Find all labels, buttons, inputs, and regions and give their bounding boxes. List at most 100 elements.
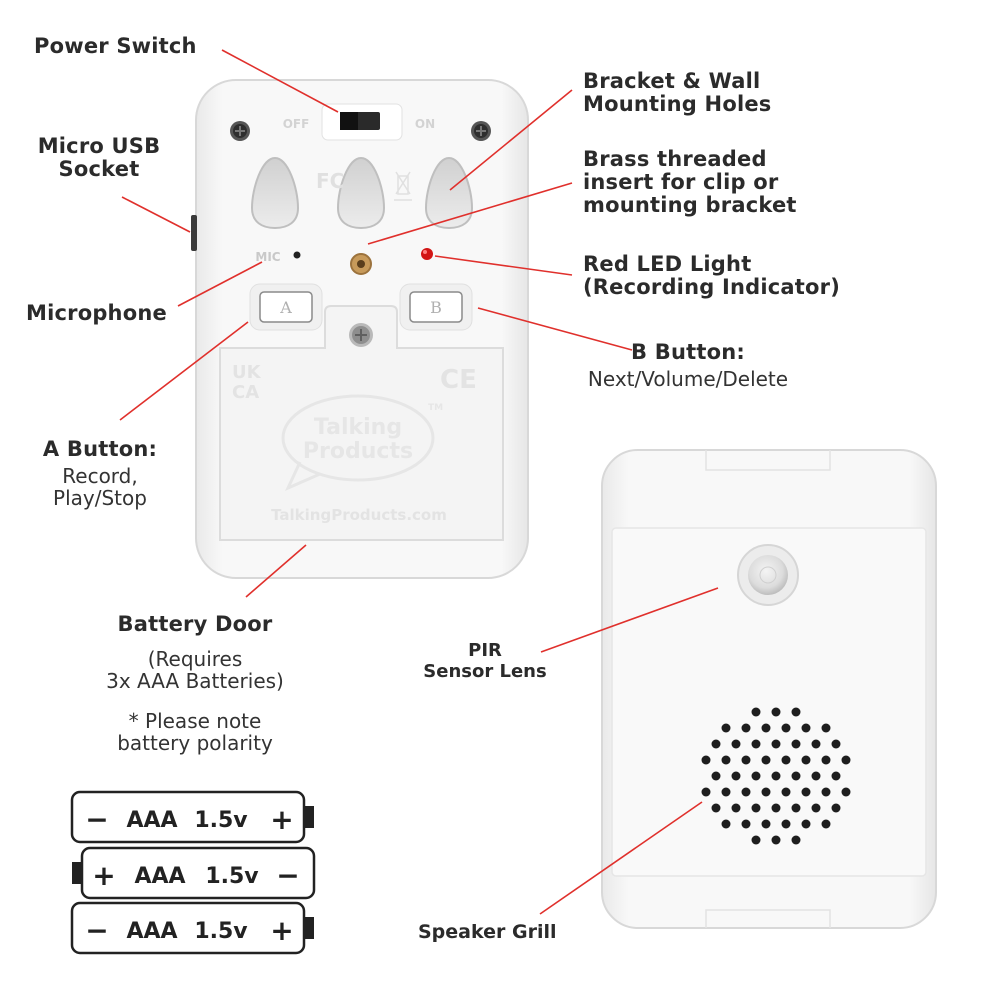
speaker-hole bbox=[711, 803, 721, 813]
micro-usb-socket bbox=[191, 215, 197, 251]
speaker-hole bbox=[741, 787, 751, 797]
mic-label: MIC bbox=[255, 250, 280, 264]
speaker-hole bbox=[791, 707, 801, 717]
speaker-hole bbox=[721, 755, 731, 765]
battery-3-voltage: 1.5v bbox=[194, 919, 248, 944]
label-microphone: Microphone bbox=[26, 301, 167, 325]
svg-text:Products: Products bbox=[303, 439, 413, 464]
ce-mark: CE bbox=[440, 365, 477, 395]
speaker-hole bbox=[731, 771, 741, 781]
speaker-hole bbox=[761, 819, 771, 829]
speaker-hole bbox=[771, 835, 781, 845]
speaker-hole bbox=[771, 803, 781, 813]
button-b[interactable] bbox=[409, 291, 463, 323]
speaker-hole bbox=[751, 803, 761, 813]
speaker-hole bbox=[741, 819, 751, 829]
svg-text:TM: TM bbox=[428, 403, 443, 413]
label-bracket: Bracket & Wall Mounting Holes bbox=[583, 70, 772, 116]
label-pir-line2: Sensor Lens bbox=[423, 661, 547, 682]
label-micro-usb: Micro USB Socket bbox=[30, 135, 168, 181]
speaker-hole bbox=[841, 755, 851, 765]
screw-icon bbox=[349, 323, 373, 347]
label-a-button-desc1: Record, bbox=[62, 464, 138, 488]
leader-lines bbox=[119, 49, 719, 915]
battery-3-left: − bbox=[85, 914, 108, 947]
speaker-hole bbox=[841, 787, 851, 797]
label-battery-door: Battery Door (Requires 3x AAA Batteries)… bbox=[60, 612, 330, 755]
label-micro-usb-line1: Micro USB bbox=[37, 134, 161, 158]
speaker-hole bbox=[831, 771, 841, 781]
speaker-hole bbox=[751, 771, 761, 781]
ukca-mark: CA bbox=[232, 382, 259, 403]
leader-a-button bbox=[119, 321, 249, 421]
speaker-hole bbox=[801, 723, 811, 733]
switch-on-label: ON bbox=[415, 117, 435, 131]
speaker-hole bbox=[821, 723, 831, 733]
button-a[interactable] bbox=[259, 291, 313, 323]
speaker-hole bbox=[791, 803, 801, 813]
label-bracket-line2: Mounting Holes bbox=[583, 92, 772, 116]
speaker-hole bbox=[811, 739, 821, 749]
label-bracket-line1: Bracket & Wall bbox=[583, 69, 761, 93]
speaker-hole bbox=[701, 787, 711, 797]
speaker-hole bbox=[731, 803, 741, 813]
speaker-hole bbox=[791, 771, 801, 781]
battery-1-right: + bbox=[270, 803, 293, 836]
red-led bbox=[421, 248, 433, 260]
speaker-hole bbox=[721, 723, 731, 733]
label-brass-line1: Brass threaded bbox=[583, 147, 767, 171]
ukca-mark: UK bbox=[232, 362, 262, 383]
speaker-hole bbox=[781, 755, 791, 765]
speaker-hole bbox=[781, 787, 791, 797]
battery-3: − AAA 1.5v + bbox=[70, 901, 314, 955]
speaker-hole bbox=[821, 787, 831, 797]
leader-battery-door bbox=[245, 544, 307, 598]
label-a-button-title: A Button: bbox=[42, 437, 158, 461]
label-pir: PIR Sensor Lens bbox=[405, 640, 565, 682]
leader-bracket bbox=[449, 89, 573, 191]
speaker-hole bbox=[821, 755, 831, 765]
speaker-hole bbox=[761, 723, 771, 733]
leader-power-switch bbox=[221, 49, 339, 113]
speaker-hole bbox=[821, 819, 831, 829]
leader-red-led bbox=[434, 255, 573, 276]
battery-3-right: + bbox=[270, 914, 293, 947]
speaker-hole bbox=[741, 723, 751, 733]
speaker-hole bbox=[711, 739, 721, 749]
battery-1-voltage: 1.5v bbox=[194, 808, 248, 833]
label-a-button-desc2: Play/Stop bbox=[53, 486, 147, 510]
speaker-hole bbox=[751, 835, 761, 845]
label-brass-line2: insert for clip or bbox=[583, 170, 779, 194]
label-battery-req2: 3x AAA Batteries) bbox=[106, 669, 284, 693]
battery-2: + AAA 1.5v − bbox=[72, 846, 316, 900]
battery-1-left: − bbox=[85, 803, 108, 836]
battery-2-left: + bbox=[92, 859, 115, 892]
speaker-hole bbox=[721, 787, 731, 797]
battery-1-type: AAA bbox=[126, 808, 177, 833]
speaker-hole bbox=[801, 755, 811, 765]
switch-off-label: OFF bbox=[283, 117, 310, 131]
svg-text:Talking: Talking bbox=[314, 415, 402, 440]
label-battery-door-title: Battery Door bbox=[117, 612, 273, 636]
speaker-hole bbox=[701, 755, 711, 765]
button-b-label: B bbox=[430, 298, 442, 317]
speaker-hole bbox=[811, 771, 821, 781]
speaker-hole bbox=[721, 819, 731, 829]
speaker-hole bbox=[801, 819, 811, 829]
leader-pir bbox=[540, 587, 719, 653]
mounting-hole bbox=[250, 156, 300, 230]
speaker-grill bbox=[701, 707, 851, 845]
website-text: TalkingProducts.com bbox=[271, 506, 447, 524]
fc-mark-icon: FC bbox=[316, 169, 344, 193]
label-speaker-grill: Speaker Grill bbox=[418, 921, 557, 943]
leader-microphone bbox=[177, 261, 263, 307]
screw-icon bbox=[471, 121, 491, 141]
battery-1: − AAA 1.5v + bbox=[70, 790, 314, 844]
label-b-button-title: B Button: bbox=[631, 340, 745, 364]
speaker-hole bbox=[781, 819, 791, 829]
label-brass-insert: Brass threaded insert for clip or mounti… bbox=[583, 148, 797, 217]
speaker-hole bbox=[771, 771, 781, 781]
label-red-led: Red LED Light (Recording Indicator) bbox=[583, 253, 840, 299]
speaker-hole bbox=[761, 787, 771, 797]
